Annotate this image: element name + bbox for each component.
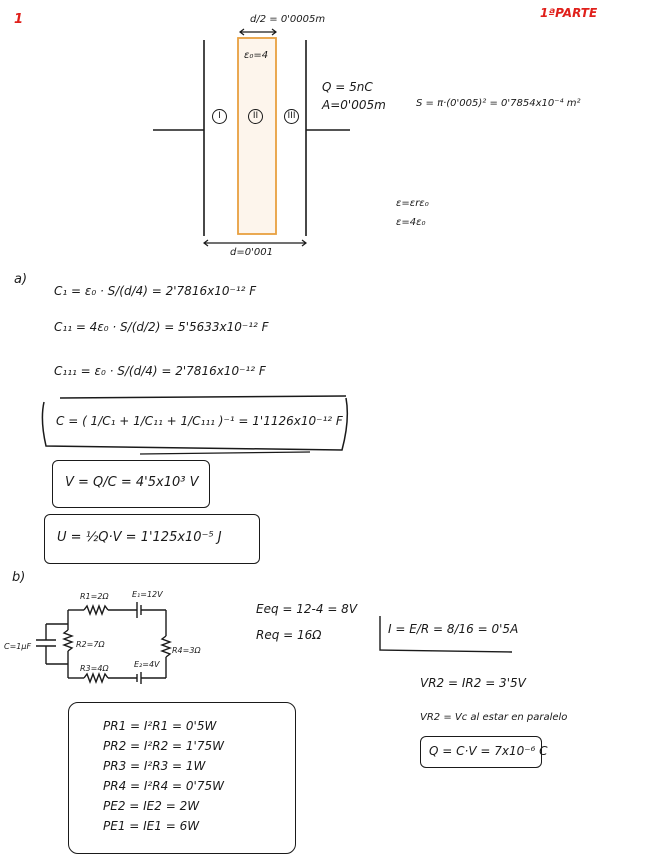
part-a-label: a) [14, 272, 28, 287]
vr2-equation: VR2 = IR2 = 3'5V [420, 676, 526, 690]
c3-equation: C₁₁₁ = ε₀ · S/(d/4) = 2'7816x10⁻¹² F [54, 364, 266, 378]
resistor-r4 [160, 635, 172, 658]
part-b-label: b) [12, 570, 26, 585]
power-r2: PR2 = I²R2 = 1'75W [103, 739, 224, 753]
e2-label: E₂=4V [134, 660, 160, 669]
r4-label: R4=3Ω [172, 646, 201, 655]
r1-label: R1=2Ω [80, 592, 109, 601]
region-2: II [248, 103, 263, 124]
charge-box: Q = C·V = 7x10⁻⁶ C [420, 736, 548, 768]
region-2-label: II [248, 109, 263, 124]
region-3-label: III [284, 109, 299, 124]
vr2-note: VR2 = Vc al estar en paralelo [420, 712, 568, 723]
surface-calc: S = π·(0'005)² = 0'7854x10⁻⁴ m² [416, 98, 581, 109]
voltage-box: V = Q/C = 4'5x10³ V [52, 460, 210, 508]
current-frame [379, 616, 513, 653]
dielectric-label: ε₀=4 [244, 50, 269, 61]
c1-equation: C₁ = ε₀ · S/(d/4) = 2'7816x10⁻¹² F [54, 284, 257, 298]
c-total-equation: C = ( 1/C₁ + 1/C₁₁ + 1/C₁₁₁ )⁻¹ = 1'1126… [56, 414, 343, 428]
e1-label: E₁=12V [132, 590, 163, 599]
half-width-label: d/2 = 0'0005m [250, 14, 326, 25]
power-r1: PR1 = I²R1 = 0'5W [103, 719, 217, 733]
voltage-equation: V = Q/C = 4'5x10³ V [65, 475, 199, 490]
epsilon-value: ε=4ε₀ [396, 217, 426, 228]
eeq-equation: Eeq = 12-4 = 8V [256, 602, 358, 616]
energy-equation: U = ½Q·V = 1'125x10⁻⁵ J [57, 530, 222, 545]
c2-equation: C₁₁ = 4ε₀ · S/(d/2) = 5'5633x10⁻¹² F [54, 320, 269, 334]
current-equation: I = E/R = 8/16 = 0'5A [388, 622, 519, 636]
powers-box: PR1 = I²R1 = 0'5W PR2 = I²R2 = 1'75W PR3… [68, 702, 296, 854]
resistor-r2 [62, 629, 74, 652]
power-e1: PE1 = IE1 = 6W [103, 819, 200, 833]
region-1-label: I [212, 109, 227, 124]
energy-box: U = ½Q·V = 1'125x10⁻⁵ J [44, 514, 260, 564]
area-given: A=0'005m [322, 98, 386, 112]
circuit [36, 602, 172, 684]
region-3: III [284, 103, 299, 124]
distance-label: d=0'001 [230, 247, 273, 258]
page-number: 1 [14, 12, 24, 27]
resistor-r3 [83, 672, 109, 684]
power-r4: PR4 = I²R4 = 0'75W [103, 779, 224, 793]
power-e2: PE2 = IE2 = 2W [103, 799, 200, 813]
c-total-frame [41, 397, 349, 451]
req-equation: Req = 16Ω [256, 628, 322, 642]
charge-equation: Q = C·V = 7x10⁻⁶ C [429, 744, 548, 758]
dielectric-slab [237, 37, 277, 235]
resistor-r1 [83, 604, 109, 616]
r2-label: R2=7Ω [76, 640, 105, 649]
epsilon-definition: ε=εrε₀ [396, 198, 429, 209]
cap-label: C=1μF [4, 642, 32, 651]
charge-given: Q = 5nC [322, 80, 373, 94]
part-label: 1ªPARTE [540, 6, 598, 20]
region-1: I [212, 103, 227, 124]
power-r3: PR3 = I²R3 = 1W [103, 759, 206, 773]
r3-label: R3=4Ω [80, 664, 109, 673]
